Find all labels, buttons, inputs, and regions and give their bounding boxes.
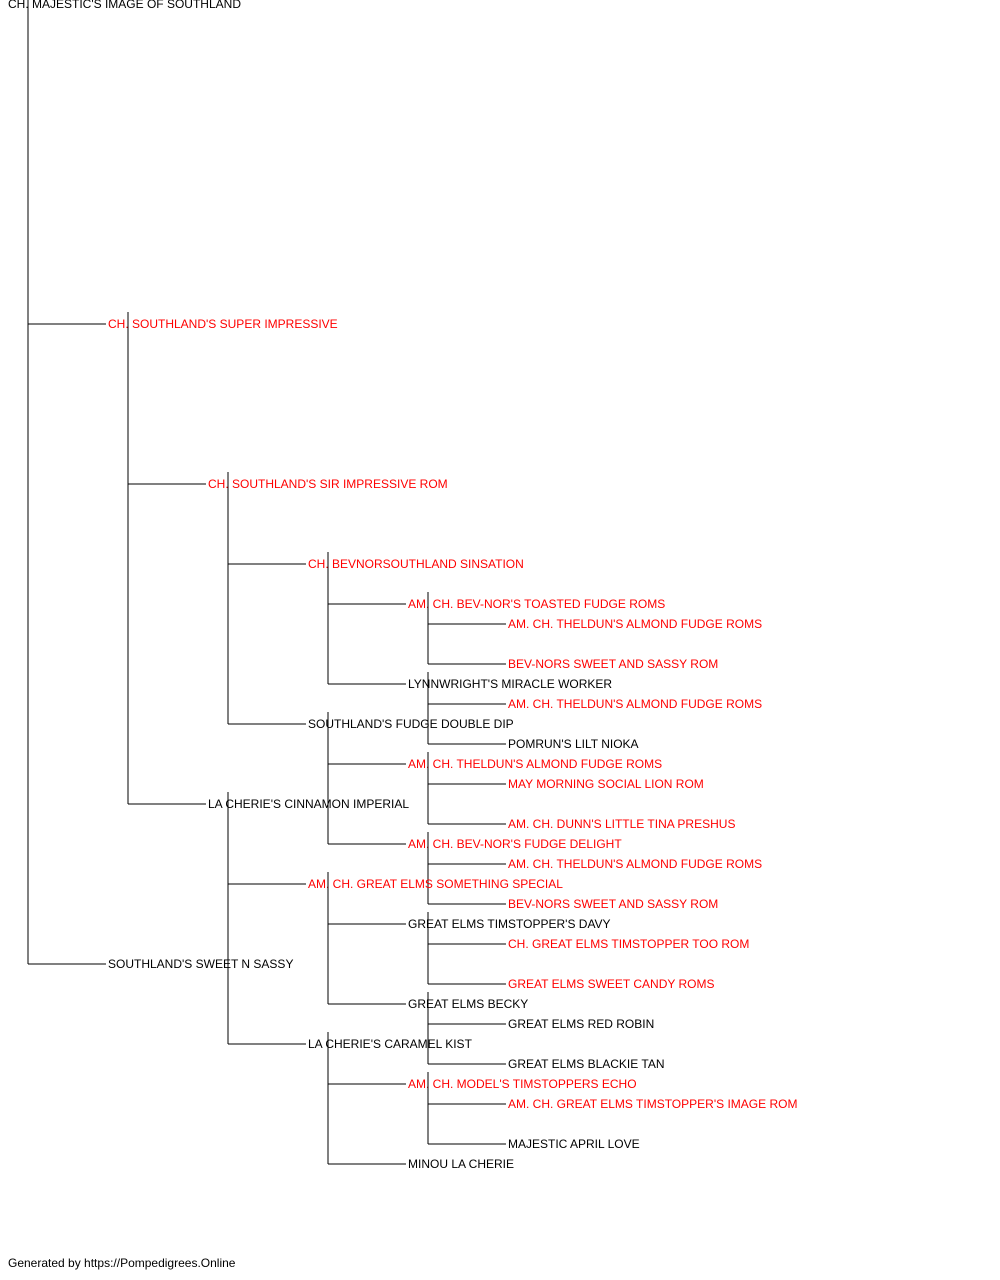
ancestor-name[interactable]: POMRUN'S LILT NIOKA	[508, 737, 639, 751]
ancestor-name[interactable]: LA CHERIE'S CARAMEL KIST	[308, 1037, 473, 1051]
ancestor-name[interactable]: AM. CH. GREAT ELMS TIMSTOPPER'S IMAGE RO…	[508, 1097, 797, 1111]
ancestor-name[interactable]: AM. CH. THELDUN'S ALMOND FUDGE ROMS	[508, 857, 762, 871]
ancestor-name[interactable]: MINOU LA CHERIE	[408, 1157, 514, 1171]
ancestor-name[interactable]: CH. BEVNORSOUTHLAND SINSATION	[308, 557, 524, 571]
ancestor-name[interactable]: MAJESTIC APRIL LOVE	[508, 1137, 640, 1151]
ancestor-name[interactable]: GREAT ELMS SWEET CANDY ROMS	[508, 977, 714, 991]
ancestor-name[interactable]: AM. CH. BEV-NOR'S FUDGE DELIGHT	[408, 837, 622, 851]
ancestor-name[interactable]: AM. CH. THELDUN'S ALMOND FUDGE ROMS	[508, 697, 762, 711]
ancestor-name[interactable]: GREAT ELMS BLACKIE TAN	[508, 1057, 665, 1071]
ancestor-name[interactable]: AM. CH. MODEL'S TIMSTOPPERS ECHO	[408, 1077, 637, 1091]
ancestor-name[interactable]: BEV-NORS SWEET AND SASSY ROM	[508, 897, 718, 911]
ancestor-name[interactable]: GREAT ELMS TIMSTOPPER'S DAVY	[408, 917, 611, 931]
footer-credit: Generated by https://Pompedigrees.Online	[8, 1256, 236, 1270]
ancestor-name[interactable]: AM. CH. BEV-NOR'S TOASTED FUDGE ROMS	[408, 597, 665, 611]
ancestor-name[interactable]: AM. CH. THELDUN'S ALMOND FUDGE ROMS	[508, 617, 762, 631]
ancestor-name[interactable]: SOUTHLAND'S SWEET N SASSY	[108, 957, 293, 971]
ancestor-name[interactable]: CH. SOUTHLAND'S SIR IMPRESSIVE ROM	[208, 477, 448, 491]
ancestor-name[interactable]: LA CHERIE'S CINNAMON IMPERIAL	[208, 797, 409, 811]
ancestor-name[interactable]: GREAT ELMS RED ROBIN	[508, 1017, 654, 1031]
ancestor-name[interactable]: GREAT ELMS BECKY	[408, 997, 528, 1011]
ancestor-name[interactable]: SOUTHLAND'S FUDGE DOUBLE DIP	[308, 717, 514, 731]
ancestor-name[interactable]: BEV-NORS SWEET AND SASSY ROM	[508, 657, 718, 671]
ancestor-name[interactable]: AM. CH. GREAT ELMS SOMETHING SPECIAL	[308, 877, 563, 891]
ancestor-name[interactable]: AM. CH. THELDUN'S ALMOND FUDGE ROMS	[408, 757, 662, 771]
subject-name[interactable]: CH. MAJESTIC'S IMAGE OF SOUTHLAND	[8, 0, 241, 11]
ancestor-name[interactable]: MAY MORNING SOCIAL LION ROM	[508, 777, 704, 791]
ancestor-name[interactable]: AM. CH. DUNN'S LITTLE TINA PRESHUS	[508, 817, 735, 831]
ancestor-name[interactable]: CH. GREAT ELMS TIMSTOPPER TOO ROM	[508, 937, 749, 951]
ancestor-name[interactable]: LYNNWRIGHT'S MIRACLE WORKER	[408, 677, 612, 691]
ancestor-name[interactable]: CH. SOUTHLAND'S SUPER IMPRESSIVE	[108, 317, 338, 331]
